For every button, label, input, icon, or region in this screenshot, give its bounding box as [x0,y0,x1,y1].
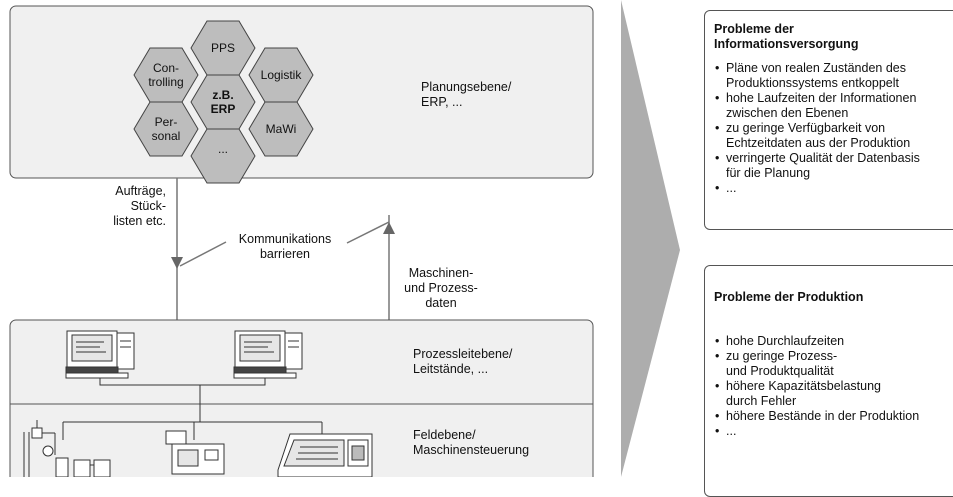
list-item: Pläne von realen Zuständen des Produktio… [714,61,953,91]
problem-list: hohe Durchlaufzeiten zu geringe Prozess-… [714,334,953,439]
hexagon-personal [133,101,199,157]
hexagon-more [190,128,256,184]
panel-title: Probleme der Informationsversorgung [714,22,859,51]
downward-flow-label: Aufträge, Stück- listen etc. [113,184,166,228]
hexagon-label-erp: z.B. ERP [210,88,236,116]
diagram-canvas [9,0,680,477]
hexagon-label-pps: PPS [210,41,235,55]
hexagon-label-more: ... [217,142,228,156]
arrow-head-down [171,257,183,269]
planning-level-label: Planungsebene/ ERP, ... [421,80,512,109]
process-plant-icon [23,420,111,477]
hexagon-cluster [133,20,314,184]
cnc-machine-icon [277,433,373,477]
list-item: hohe Durchlaufzeiten [714,334,953,349]
list-item: verringerte Qualität der Datenbasis für … [714,151,953,181]
list-item: zu geringe Prozess- und Produktqualität [714,349,953,379]
problem-list: Pläne von realen Zuständen des Produktio… [714,61,953,196]
list-item: ... [714,181,953,196]
list-item: höhere Bestände in der Produktion [714,409,953,424]
production-problems-panel: Probleme der Produktion hohe Durchlaufze… [704,265,953,497]
arrow-head-up [383,222,395,234]
panel-title: Probleme der Produktion [714,290,864,304]
transition-arrow [621,0,680,477]
list-item: höhere Kapazitätsbelastung durch Fehler [714,379,953,409]
computer-icon [233,330,303,379]
list-item: ... [714,424,953,439]
information-problems-panel: Probleme der Informationsversorgung Plän… [704,10,953,230]
communication-barrier-label: Kommunikations barrieren [238,232,332,261]
process-level-label: Prozessleitebene/ Leitstände, ... [413,347,513,376]
hexagon-label-personal: Per- sonal [151,115,181,143]
hexagon-label-mawi: MaWi [265,122,297,136]
network-lines [62,378,323,440]
machine-icon [165,430,225,475]
hexagon-label-controlling: Con- trolling [148,61,184,89]
process-level-box [9,319,594,477]
barrier-stroke-right [346,221,390,244]
hexagon-mawi [248,101,314,157]
computer-icon [65,330,135,379]
hexagon-label-logistik: Logistik [260,68,302,82]
field-level-label: Feldebene/ Maschinensteuerung [413,428,530,457]
barrier-stroke-left [179,241,227,267]
list-item: zu geringe Verfügbarkeit von Echtzeitdat… [714,121,953,151]
list-item: hohe Laufzeiten der Informationen zwisch… [714,91,953,121]
upward-flow-label: Maschinen- und Prozess- daten [404,266,478,310]
